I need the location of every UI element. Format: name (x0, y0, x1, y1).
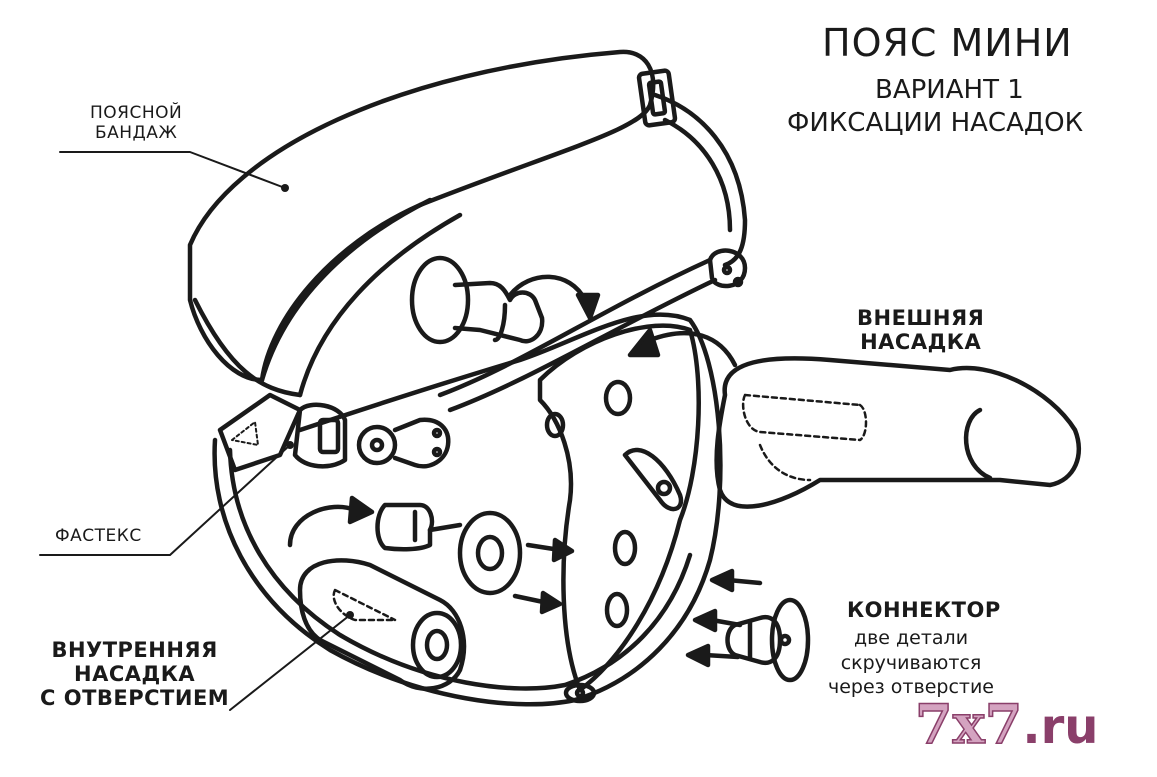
label-waist-band: ПОЯСНОЙ БАНДАЖ (90, 103, 183, 143)
d-ring-right (707, 248, 748, 289)
harness-pouch (212, 312, 723, 707)
label-connector: КОННЕКТОР (847, 598, 1001, 622)
inner-sleeve (297, 558, 467, 691)
arrow-curve-top (507, 274, 588, 303)
label-fastex: ФАСТЕКС (55, 526, 142, 546)
fastex-buckle (217, 392, 303, 473)
waist-band-inner-edge (192, 297, 303, 398)
label-outer-attachment: ВНЕШНЯЯ НАСАДКА (857, 306, 985, 355)
inner-ring (457, 510, 523, 596)
strap-buckle-top (636, 68, 678, 128)
arrow-curve-outer (647, 330, 738, 368)
label-connector-note: две детали скручиваются через отверстие (828, 627, 994, 699)
arrow-curve-left (287, 504, 358, 548)
inner-plug-base (409, 255, 471, 345)
o-ring-left (356, 424, 398, 466)
leader-waist-band (59, 151, 286, 189)
diagram-subtitle-line1: ВАРИАНТ 1 (875, 75, 1024, 105)
label-inner-attachment: ВНУТРЕННЯЯ НАСАДКА С ОТВЕРСТИЕМ (40, 638, 230, 711)
outer-attachment (714, 356, 1082, 509)
leader-fastex (39, 444, 291, 556)
front-plate (537, 323, 701, 693)
belt-strap-left (259, 197, 463, 398)
leader-inner (229, 614, 351, 711)
watermark-logo: 7x7.ru (914, 692, 1099, 756)
diagram-title: ПОЯС МИНИ (822, 21, 1073, 65)
connector-piece-inner (375, 502, 435, 552)
diagram-subtitle-line2: ФИКСАЦИИ НАСАДОК (787, 108, 1084, 138)
